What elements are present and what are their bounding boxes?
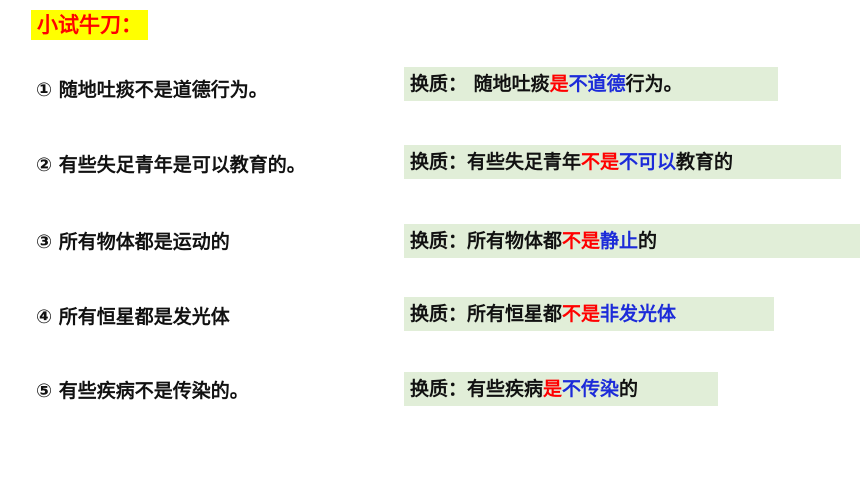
answer-segment: 的 xyxy=(619,378,639,400)
answer-segment-red: 是 xyxy=(543,378,563,400)
answer-segment: 教育的 xyxy=(676,151,734,173)
answer-segment-blue: 非发光体 xyxy=(600,303,677,325)
answer-segment-blue: 不传染 xyxy=(562,378,620,400)
answer-segment-blue: 不道德 xyxy=(568,73,626,95)
answer-segment: 换质： 随地吐痰 xyxy=(410,73,550,95)
answer-segment: 的 xyxy=(638,230,658,252)
answer-4: 换质：所有恒星都不是非发光体 xyxy=(404,297,774,331)
question-5: ⑤ 有些疾病不是传染的。 xyxy=(36,380,249,402)
question-3: ③ 所有物体都是运动的 xyxy=(36,231,230,253)
answer-1: 换质： 随地吐痰是不道德行为。 xyxy=(404,67,778,101)
answer-segment-red: 不是 xyxy=(562,230,601,252)
answer-segment-blue: 静止 xyxy=(600,230,639,252)
question-2: ② 有些失足青年是可以教育的。 xyxy=(36,154,306,176)
answer-segment-red: 不是 xyxy=(562,303,601,325)
answer-3: 换质：所有物体都不是静止的 xyxy=(404,224,860,258)
question-4: ④ 所有恒星都是发光体 xyxy=(36,306,230,328)
answer-segment: 换质：有些失足青年 xyxy=(410,151,582,173)
answer-2: 换质：有些失足青年不是不可以教育的 xyxy=(404,145,841,179)
answer-segment: 换质：有些疾病 xyxy=(410,378,544,400)
answer-segment: 换质：所有恒星都 xyxy=(410,303,563,325)
slide-title: 小试牛刀： xyxy=(31,10,148,40)
question-1: ① 随地吐痰不是道德行为。 xyxy=(36,79,268,101)
answer-segment: 换质：所有物体都 xyxy=(410,230,563,252)
answer-segment-blue: 不可以 xyxy=(619,151,677,173)
answer-segment-red: 是 xyxy=(549,73,569,95)
answer-5: 换质：有些疾病是不传染的 xyxy=(404,372,718,406)
answer-segment: 行为。 xyxy=(625,73,683,95)
answer-segment-red: 不是 xyxy=(581,151,620,173)
